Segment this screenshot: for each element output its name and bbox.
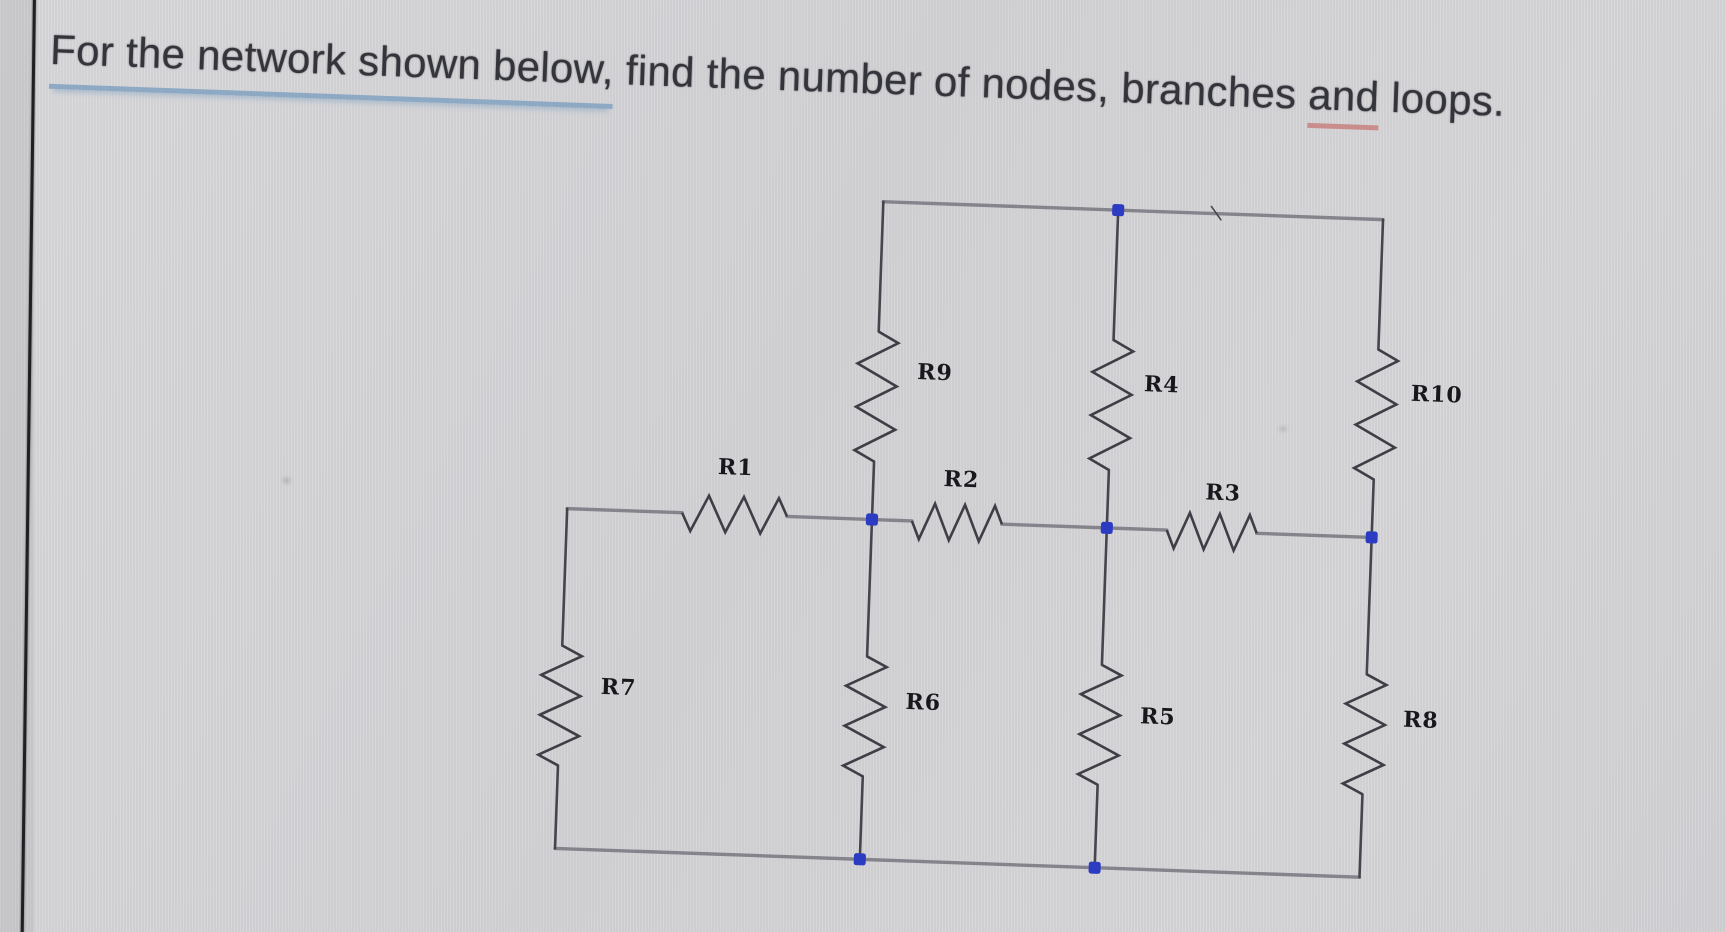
resistor-r6-zigzag (840, 655, 890, 778)
resistor-r10-zigzag (1351, 348, 1401, 481)
resistor-r8-zigzag (1339, 673, 1390, 796)
resistor-r1-zigzag (680, 492, 789, 537)
resistor-r1-label: R1 (717, 454, 754, 481)
junction-dot-mid-right (1365, 531, 1378, 544)
smudge (283, 478, 290, 483)
junction-dot-bottom-left (853, 853, 866, 866)
junction-dot-mid-center (1100, 521, 1113, 535)
wire-bottom-rail (553, 846, 1362, 879)
resistor-r10-label: R10 (1410, 381, 1463, 409)
resistor-r4-label: R4 (1144, 371, 1181, 398)
wire-mid-seg4 (1255, 531, 1374, 540)
resistor-r7-zigzag (535, 644, 585, 767)
resistor-r6-label: R6 (905, 689, 942, 716)
junction-dot-bottom-center (1088, 861, 1101, 874)
resistor-r3-zigzag (1165, 509, 1258, 554)
resistor-r8-label: R8 (1403, 707, 1440, 734)
wire-branch-r8 (1358, 536, 1373, 879)
wire-artifact-tick (1210, 205, 1222, 221)
resistor-r5-zigzag (1075, 663, 1125, 786)
resistor-r2-zigzag (910, 500, 1004, 545)
wire-mid-seg2 (785, 514, 914, 523)
resistor-r9-zigzag (851, 330, 902, 463)
resistor-r2-label: R2 (943, 466, 980, 493)
wire-mid-seg1 (565, 506, 684, 515)
wire-branch-r6 (858, 518, 874, 861)
wire-branch-r5 (1093, 526, 1109, 870)
wire-branch-r4 (1105, 208, 1120, 530)
wire-top-rail (881, 200, 1385, 222)
resistor-r5-label: R5 (1140, 703, 1177, 730)
wire-branch-r10 (1370, 218, 1385, 539)
junction-dot-top (1112, 204, 1125, 217)
resistor-r9-label: R9 (917, 359, 954, 386)
wire-branch-r9 (870, 200, 885, 521)
smudge (1280, 427, 1286, 431)
wire-branch-r7 (553, 507, 569, 850)
wire-mid-seg3 (1000, 522, 1169, 532)
junction-dot-mid-left (865, 513, 879, 526)
resistor-r3-label: R3 (1205, 479, 1242, 506)
resistor-r7-label: R7 (600, 674, 637, 701)
resistor-r4-zigzag (1086, 338, 1136, 472)
